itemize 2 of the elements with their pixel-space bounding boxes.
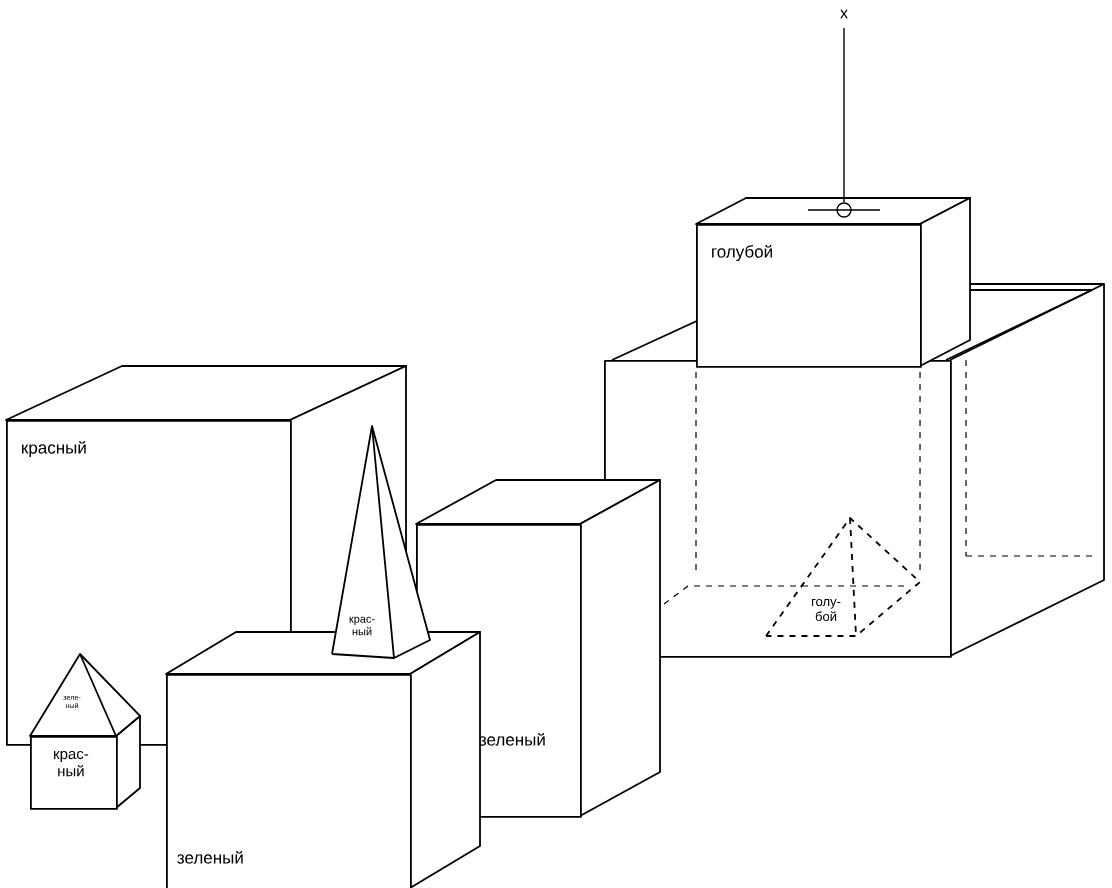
block: голубой — [695, 197, 971, 368]
label: x — [840, 9, 848, 19]
